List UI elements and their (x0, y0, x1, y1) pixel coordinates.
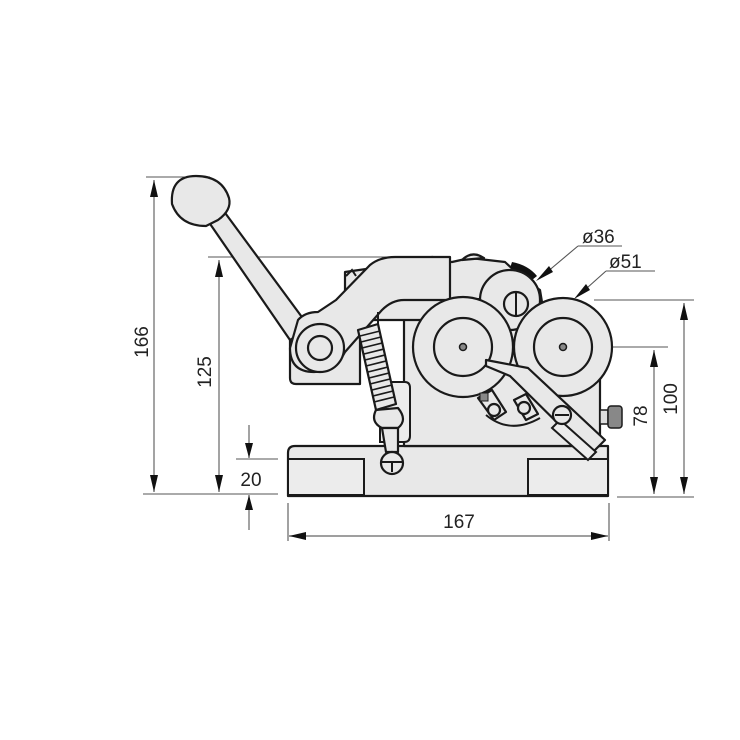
ball-joint (372, 406, 405, 476)
adjust-screws (476, 388, 541, 427)
side-knob (599, 405, 623, 429)
pivot-arm (288, 255, 452, 374)
dim-roller-center-height: 78 (631, 405, 652, 426)
machine (170, 174, 623, 498)
dim-body-height: 125 (195, 356, 216, 388)
dim-roller-top-height: 100 (661, 383, 682, 415)
dim-large-roller-diameter: ø51 (609, 252, 642, 273)
handle-knob (170, 174, 231, 228)
dim-overall-height: 166 (132, 326, 153, 358)
dim-base-width: 167 (443, 512, 475, 533)
right-roller-51 (512, 296, 614, 398)
left-roller-51 (411, 295, 515, 399)
dim-small-roller-diameter: ø36 (582, 227, 615, 248)
guide-blade (484, 358, 607, 462)
base-plate (286, 444, 610, 498)
dimension-labels: 166 125 20 167 78 100 ø36 ø51 (132, 227, 682, 533)
tension-spring (356, 312, 398, 412)
dim-base-height: 20 (240, 470, 261, 491)
